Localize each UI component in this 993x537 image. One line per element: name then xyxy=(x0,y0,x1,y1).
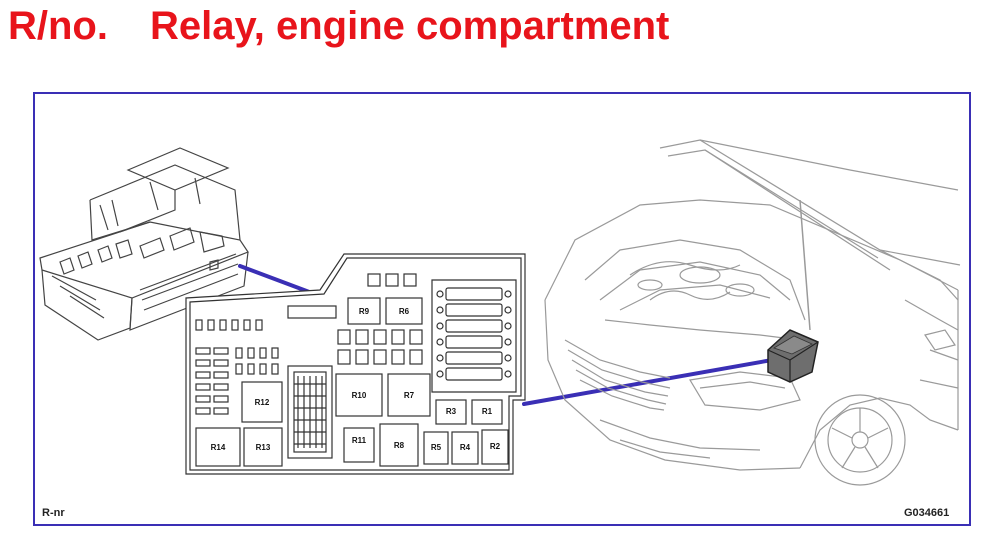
relay-label-r11: R11 xyxy=(352,436,367,445)
left-fuse-grid xyxy=(195,319,279,415)
car-illustration xyxy=(544,139,961,486)
mini-fuse-grid xyxy=(337,329,423,365)
title-prefix: R/no. xyxy=(8,4,108,48)
relay-outline-r11 xyxy=(343,427,375,463)
diagram-frame xyxy=(33,92,971,526)
relay-outline-r10 xyxy=(335,373,383,417)
relay-outline-r14 xyxy=(195,427,241,467)
leader-line-right xyxy=(522,358,774,406)
relay-label-r1: R1 xyxy=(482,407,493,416)
relay-outline-r1 xyxy=(471,399,503,425)
fuse-column xyxy=(436,287,512,381)
page-title: R/no. Relay, engine compartment xyxy=(8,4,669,49)
relay-box-3d-illustration xyxy=(39,147,249,341)
relay-label-r4: R4 xyxy=(460,443,471,452)
relay-label-r13: R13 xyxy=(256,443,271,452)
title-text: Relay, engine compartment xyxy=(149,4,670,48)
relay-outline-r9 xyxy=(347,297,381,325)
relay-outline-r2 xyxy=(481,429,509,465)
relay-outline-r13 xyxy=(243,427,283,467)
relay-outline-r5 xyxy=(423,431,449,465)
diagram-code-right: G034661 xyxy=(904,507,950,519)
relay-label-r3: R3 xyxy=(446,407,457,416)
relay-box-location-highlight xyxy=(767,329,819,383)
relay-outline-r4 xyxy=(451,431,479,465)
relay-label-r10: R10 xyxy=(352,391,367,400)
relay-outline-r12 xyxy=(241,381,283,423)
relay-label-r6: R6 xyxy=(399,307,410,316)
relay-outline-r8 xyxy=(379,423,419,467)
relay-outline-r6 xyxy=(385,297,423,325)
relay-outline-r3 xyxy=(435,399,467,425)
relay-labels: R9 R6 R10 R7 R3 R1 R12 R14 R13 R11 R8 R5… xyxy=(211,307,501,452)
relay-label-r5: R5 xyxy=(431,443,442,452)
relay-label-r14: R14 xyxy=(211,443,226,452)
relay-outline-r7 xyxy=(387,373,431,417)
relay-label-r7: R7 xyxy=(404,391,415,400)
relay-label-r9: R9 xyxy=(359,307,370,316)
relay-label-r2: R2 xyxy=(490,442,501,451)
relay-label-r8: R8 xyxy=(394,441,405,450)
relay-label-r12: R12 xyxy=(255,398,270,407)
diagram-code-left: R-nr xyxy=(42,507,65,519)
relay-box-layout xyxy=(185,253,526,475)
connector-block xyxy=(287,365,333,459)
